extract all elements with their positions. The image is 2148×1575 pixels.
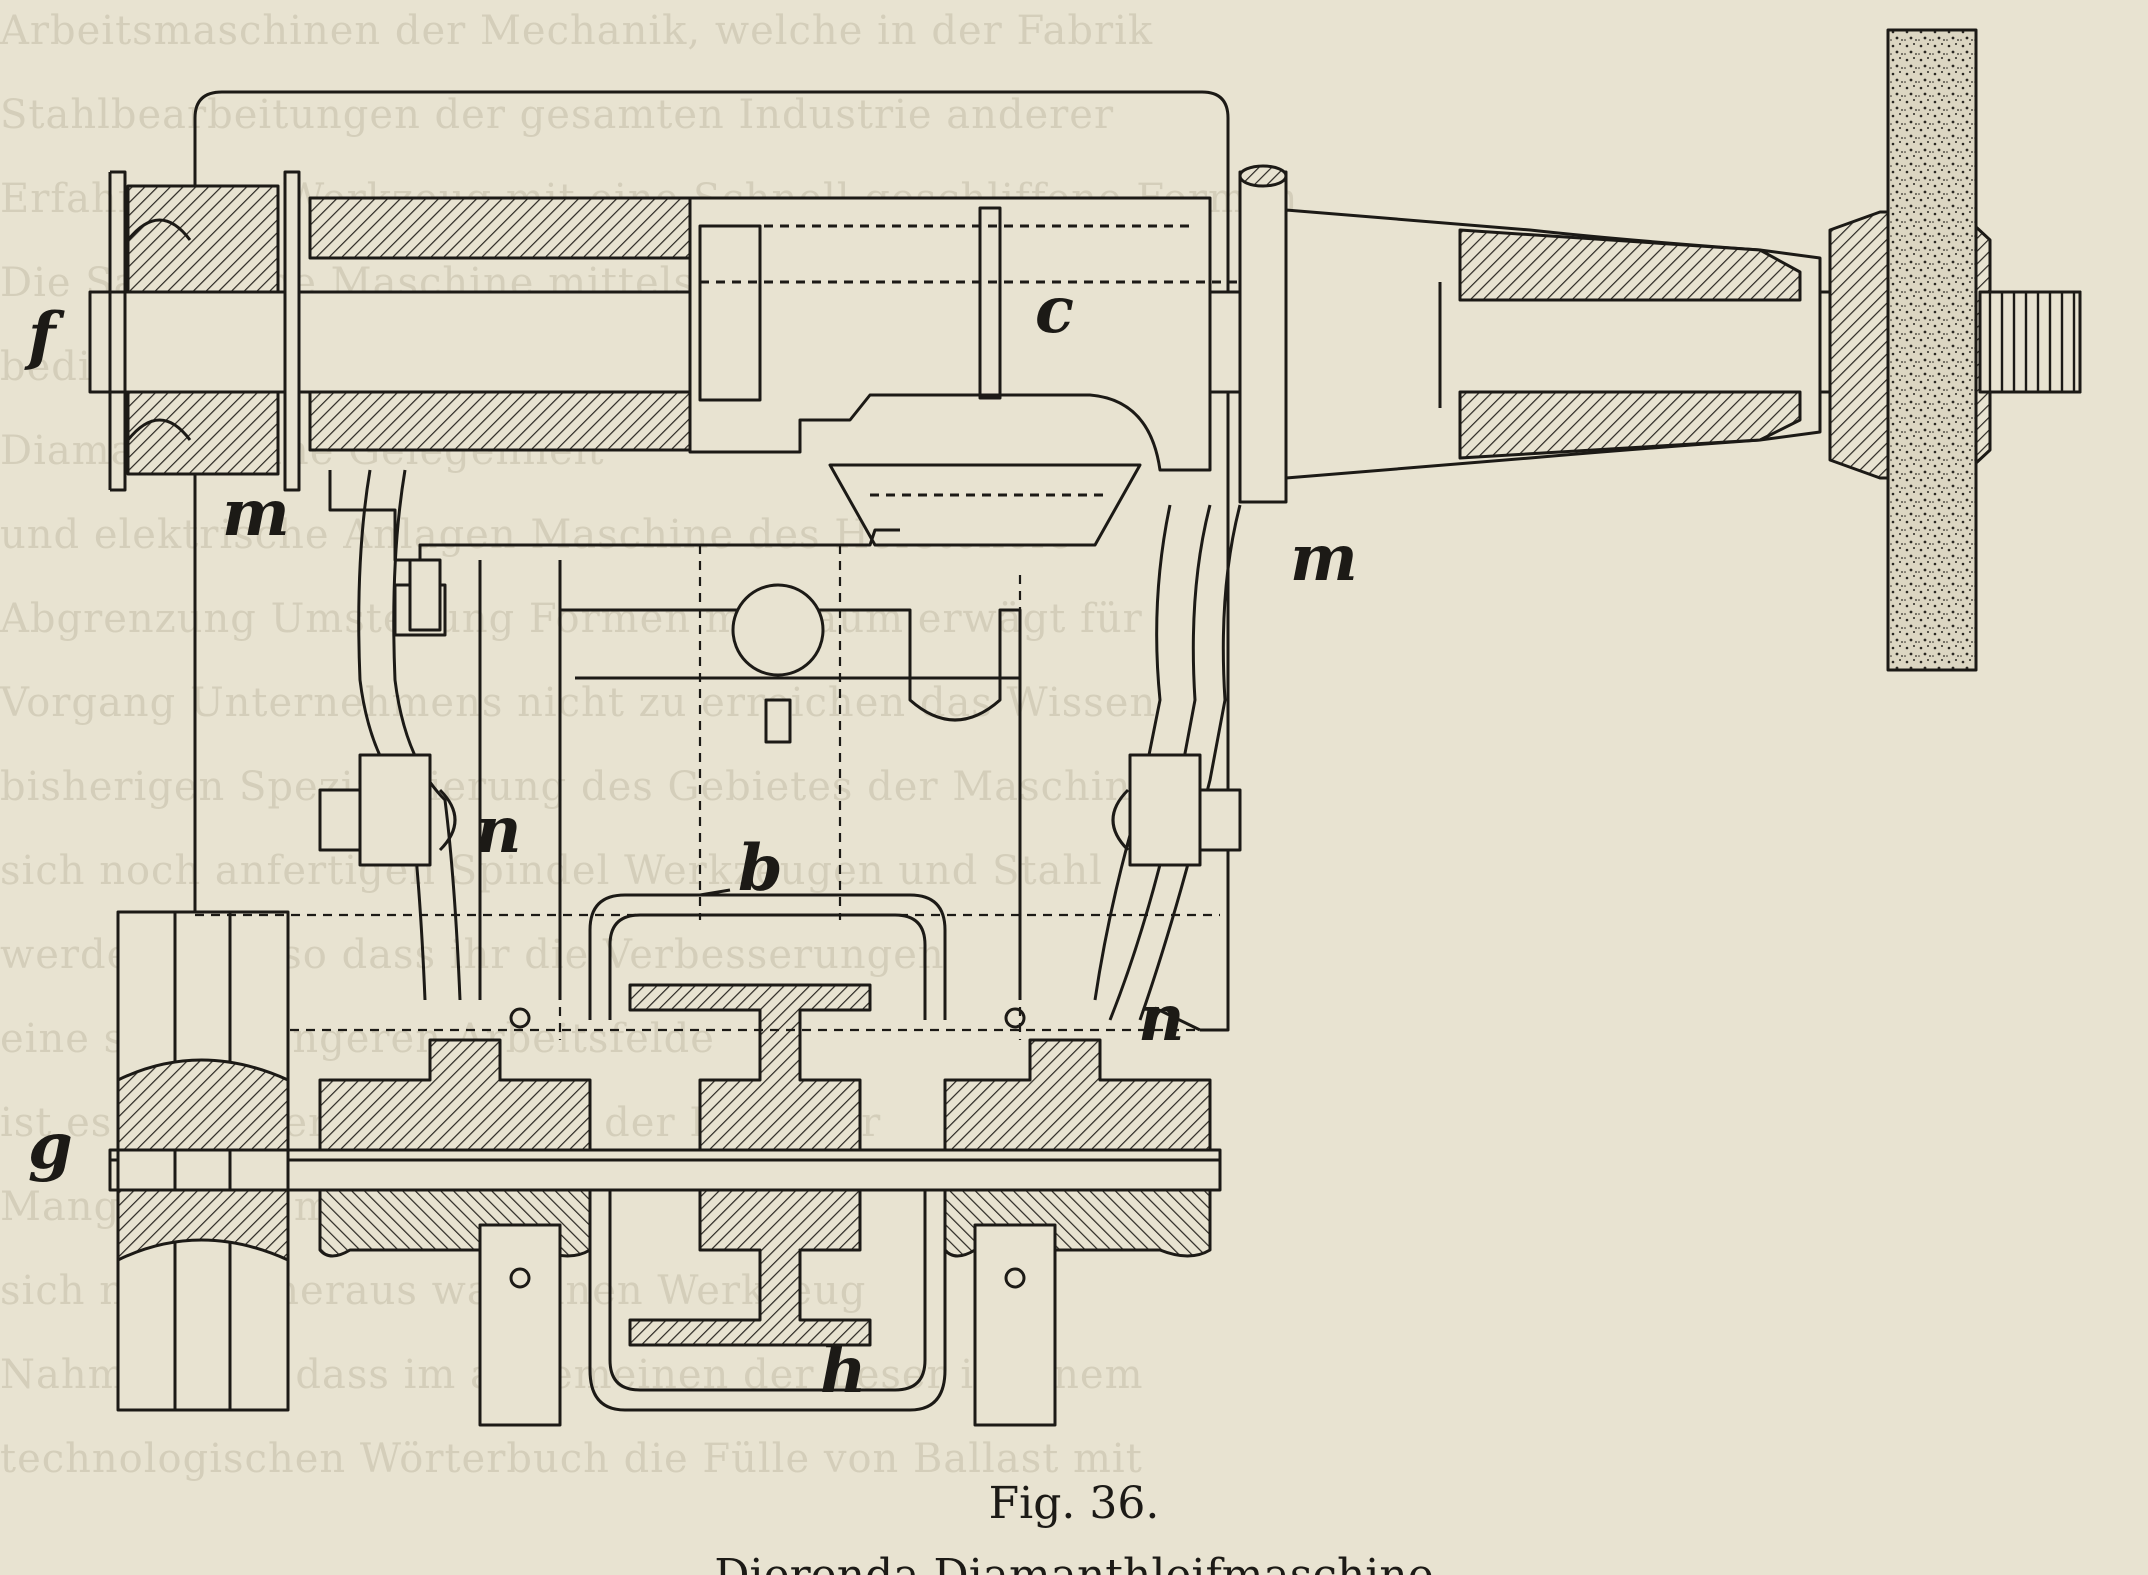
bow-b [588,893,947,1020]
bottom-bracket-right [973,1223,1057,1427]
lower-bearing-right [943,1038,1212,1152]
bleed-through-line: Arbeitsmaschinen der Mechanik, welche in… [0,8,1154,54]
figure-caption-cut-off: Dierenda Diamanthleifmaschine [714,1550,1434,1575]
rod-n-right [1093,504,1172,1001]
label-c: c [1035,273,1074,348]
bracket-m-left [328,470,900,562]
bottom-bracket-left [478,1223,562,1427]
spindle-thread [1978,290,2082,394]
bleed-through-line: sich noch anfertigen Spindel Werkzeugen … [0,848,1103,894]
upper-left-pulley [108,170,127,492]
label-n-left: n [475,793,522,868]
lower-bearing-left [318,1038,592,1152]
label-n-right: n [1138,981,1185,1056]
bleed-through-line: technologischen Wörterbuch die Fülle von… [0,1436,1143,1482]
bracket-m-right [1138,504,1242,1021]
grinding-wheel [1886,28,1978,672]
label-g: g [28,1109,73,1184]
lower-shaft-g [108,1148,1222,1192]
collar-ring [1238,170,1288,504]
center-pivot [731,583,825,677]
feed-hopper [828,463,1142,547]
bottom-frame-h [588,1190,947,1412]
bleed-through-line: Stahlbearbeitungen der gesamten Industri… [0,92,1115,138]
bleed-through-line: bisherigen Spezialisierung des Gebietes … [0,764,1183,810]
spindle-body-c [688,196,1212,472]
upper-left-pulley-hub-low [126,390,280,476]
figure-caption: Fig. 36. [989,1478,1160,1529]
label-b: b [738,831,783,906]
label-h: h [820,1333,867,1408]
upper-left-pulley-hub [126,184,280,294]
rod-n-left [357,469,427,1001]
center-column [478,560,562,1000]
lower-left-wheel [116,910,290,1412]
machine-casing [193,90,1230,1032]
label-m-right: m [1290,521,1358,596]
label-m-left: m [222,476,290,551]
label-f: f [24,299,65,374]
i-beam-rail [628,983,872,1152]
upper-left-flange [283,170,301,492]
bleed-through-line: Abgrenzung Umstellung Formen mit kaum er… [0,596,1143,642]
